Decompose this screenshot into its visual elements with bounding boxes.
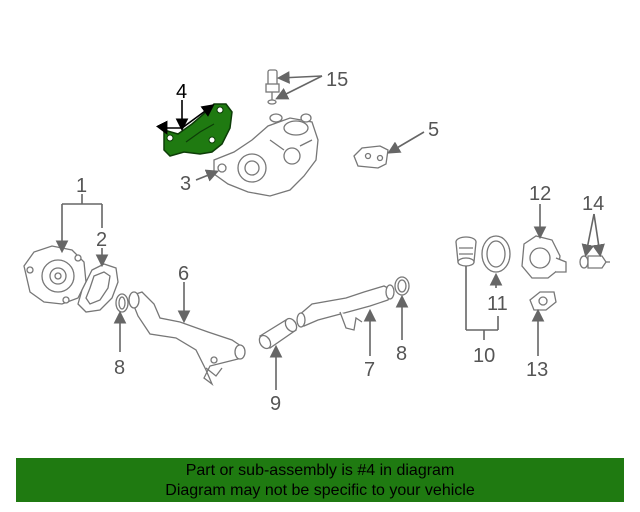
part-12-thermostat-cover xyxy=(521,235,567,279)
callout-6: 6 xyxy=(178,263,189,285)
callout-4: 4 xyxy=(176,81,187,103)
callout-1: 1 xyxy=(76,175,87,197)
callout-15: 15 xyxy=(326,69,348,91)
banner-line-disclaimer: Diagram may not be specific to your vehi… xyxy=(165,482,475,499)
part-10-thermostat xyxy=(455,236,477,267)
part-6-water-pipe xyxy=(128,291,246,386)
callout-8-left: 8 xyxy=(114,357,125,379)
callout-8-right: 8 xyxy=(396,343,407,365)
part-13-sensor-adapter xyxy=(529,291,557,311)
part-11-gasket xyxy=(481,235,511,273)
callout-5: 5 xyxy=(428,119,439,141)
callout-3: 3 xyxy=(180,173,191,195)
part-2-gasket xyxy=(77,263,119,313)
part-3-water-housing xyxy=(213,113,319,197)
part-8-o-ring-left xyxy=(115,293,129,313)
callout-9: 9 xyxy=(270,393,281,415)
part-5-bracket xyxy=(353,145,389,169)
callout-2: 2 xyxy=(96,229,107,251)
callout-12: 12 xyxy=(529,183,551,205)
leader-lines xyxy=(55,71,605,390)
part-1-water-pump xyxy=(23,245,87,305)
part-15-sensor xyxy=(265,69,280,105)
vehicle-notice-banner: Part or sub-assembly is #4 in diagram Di… xyxy=(16,458,624,502)
callout-14: 14 xyxy=(582,193,604,215)
part-8-o-ring-right xyxy=(394,276,410,296)
callout-10: 10 xyxy=(473,345,495,367)
part-7-water-pipe xyxy=(296,284,395,331)
callout-13: 13 xyxy=(526,359,548,381)
part-14-temperature-sensor xyxy=(579,255,610,269)
callout-11: 11 xyxy=(487,293,508,315)
banner-line-part: Part or sub-assembly is #4 in diagram xyxy=(185,462,455,479)
part-4-highlighted-gasket xyxy=(163,103,233,157)
part-9-hose xyxy=(258,317,298,350)
callout-7: 7 xyxy=(364,359,375,381)
callout-labels: 1 2 3 4 5 6 7 8 8 9 10 11 12 13 14 15 xyxy=(76,69,604,415)
